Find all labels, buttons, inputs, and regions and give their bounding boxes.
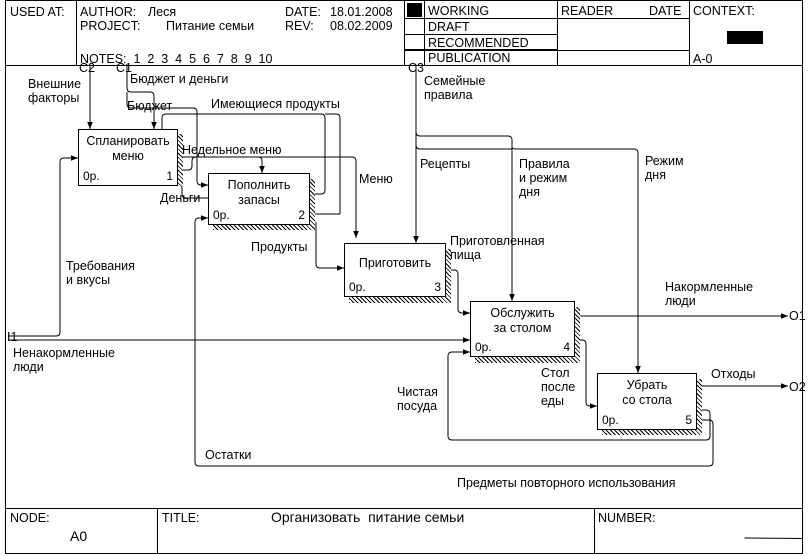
notes-row: NOTES: 1 2 3 4 5 6 7 8 9 10 <box>80 52 273 66</box>
activity-cost: 0р. <box>213 208 230 222</box>
author-label: AUTHOR: <box>80 5 137 19</box>
label-fed-people: Накормленные люди <box>665 280 754 308</box>
used-at-label: USED AT: <box>10 5 65 19</box>
label-reusable-items: Предметы повторного использования <box>457 476 676 490</box>
number-label: NUMBER: <box>598 511 656 525</box>
date-value: 18.01.2008 <box>330 5 393 19</box>
context-label: CONTEXT: <box>693 4 755 18</box>
activity-number: 5 <box>685 413 692 427</box>
label-hungry-people: Ненакормленные люди <box>13 346 115 374</box>
tunnel-c1: C1 <box>116 61 132 75</box>
label-leftovers: Остатки <box>205 448 252 462</box>
label-waste: Отходы <box>711 367 756 381</box>
label-day-mode: Режим дня <box>645 154 684 182</box>
project-label: PROJECT: <box>80 19 141 33</box>
arrow-menu <box>178 156 359 238</box>
activity-number: 2 <box>298 208 305 222</box>
tunnel-i1: I1 <box>7 330 18 344</box>
activity-cost: 0р. <box>475 340 492 354</box>
status-publication: PUBLICATION <box>428 51 511 65</box>
activity-title: Пополнить запасы <box>227 178 291 207</box>
label-recipes: Рецепты <box>420 157 471 171</box>
status-recommended: RECOMMENDED <box>428 36 529 50</box>
activity-box-1[interactable]: Спланировать меню 0р. 1 <box>78 129 178 186</box>
activity-box-3[interactable]: Приготовить 0р. 3 <box>344 243 446 297</box>
activity-number: 4 <box>563 340 570 354</box>
arrow-leftovers <box>194 215 714 467</box>
tunnel-o1: O1 <box>789 309 806 323</box>
activity-number: 1 <box>166 169 173 183</box>
activity-number: 3 <box>434 280 441 294</box>
activity-box-4[interactable]: Обслужить за столом 0р. 4 <box>470 301 575 357</box>
diagram-title: Организовать питание семьи <box>271 509 465 525</box>
arrow-day-mode <box>511 146 641 373</box>
context-node-mark <box>727 31 763 44</box>
label-table-after-meal: Стол после еды <box>541 366 576 408</box>
activity-title: Спланировать меню <box>86 134 170 163</box>
arrow-rules-mode <box>415 131 515 301</box>
label-cooked-food: Приготовленная пища <box>450 234 545 262</box>
label-family-rules: Семейные правила <box>424 74 486 102</box>
tunnel-c2: C2 <box>79 61 95 75</box>
context-node-ref: A-0 <box>693 52 713 66</box>
status-working: WORKING <box>428 4 490 18</box>
label-available-products: Имеющиеся продукты <box>211 97 340 111</box>
project-value: Питание семьи <box>166 19 255 33</box>
reader-label: READER <box>561 4 614 18</box>
label-clean-dishes: Чистая посуда <box>397 385 438 413</box>
arrow-requirements <box>8 155 78 337</box>
status-draft: DRAFT <box>428 20 470 34</box>
date2-label: DATE <box>649 4 682 18</box>
activity-title: Убрать со стола <box>622 378 672 407</box>
label-requirements: Требования и вкусы <box>66 259 135 287</box>
activity-title: Приготовить <box>358 256 432 270</box>
arrow-available-products <box>161 113 326 195</box>
arrow-products <box>315 221 344 271</box>
date-label: DATE: <box>285 5 321 19</box>
author-value: Леся <box>148 5 177 19</box>
rev-label: REV: <box>285 19 314 33</box>
label-money: Деньги <box>160 191 201 205</box>
arrow-weekly-menu <box>178 156 265 173</box>
arrow-cooked-food <box>446 269 470 316</box>
node-label: NODE: <box>10 511 50 525</box>
activity-box-5[interactable]: Убрать со стола 0р. 5 <box>597 373 697 430</box>
arrow-table-after-meal <box>575 339 597 409</box>
node-value: A0 <box>70 528 88 544</box>
tunnel-o2: O2 <box>789 380 806 394</box>
label-products: Продукты <box>251 240 308 254</box>
working-status-mark <box>407 3 422 17</box>
activity-cost: 0р. <box>83 169 100 183</box>
arrow-budget-money <box>126 92 208 188</box>
title-label: TITLE: <box>162 511 200 525</box>
tunnel-c3: C3 <box>408 61 424 75</box>
activity-title: Обслужить за столом <box>490 306 555 335</box>
activity-box-2[interactable]: Пополнить запасы 0р. 2 <box>208 173 310 225</box>
label-menu: Меню <box>359 172 393 186</box>
label-vneshnie-faktory: Внешние факторы <box>28 77 82 105</box>
label-budget-money: Бюджет и деньги <box>130 72 229 86</box>
activity-cost: 0р. <box>602 413 619 427</box>
label-weekly-menu: Недельное меню <box>182 143 282 157</box>
rev-value: 08.02.2009 <box>330 19 393 33</box>
arrow-clean-dishes <box>447 349 711 441</box>
label-rules-mode: Правила и режим дня <box>519 157 570 199</box>
activity-cost: 0р. <box>349 280 366 294</box>
arrow-budget <box>126 66 157 129</box>
label-budget: Бюджет <box>127 99 173 113</box>
